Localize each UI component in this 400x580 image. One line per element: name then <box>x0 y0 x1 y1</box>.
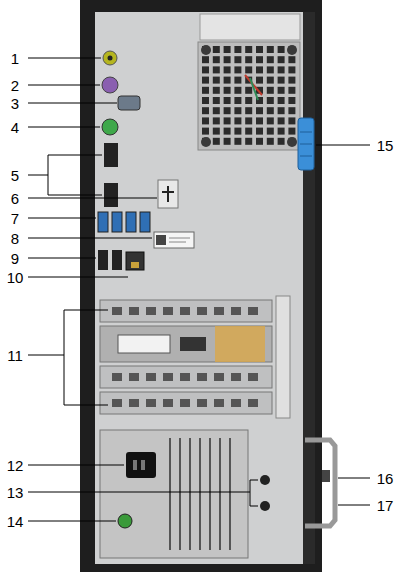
rear-panel <box>95 12 303 564</box>
release-latch <box>298 118 314 170</box>
psu-diagnostic-button <box>118 514 132 528</box>
callout-number: 4 <box>11 120 19 135</box>
displayport <box>104 143 118 167</box>
callout-number: 7 <box>11 211 19 226</box>
power-supply <box>100 430 248 558</box>
callout-number: 2 <box>11 78 19 93</box>
usb2-ports <box>98 250 122 270</box>
callout-number: 14 <box>7 514 24 529</box>
callout-number: 9 <box>11 251 19 266</box>
ps2-port <box>102 77 118 93</box>
callout-number: 13 <box>7 485 24 500</box>
callout-number: 1 <box>11 51 19 66</box>
callout-number: 3 <box>11 96 19 111</box>
serial-port <box>118 96 140 110</box>
displayport <box>104 183 118 207</box>
leader-lines <box>28 58 370 521</box>
ps2-port <box>102 119 118 135</box>
lock-slot <box>260 475 270 485</box>
callout-number: 15 <box>377 138 394 153</box>
lock-slot <box>260 501 270 511</box>
callout-number: 6 <box>11 191 19 206</box>
callout-number: 10 <box>7 270 24 285</box>
expansion-slots <box>100 296 290 418</box>
power-connector <box>126 452 156 478</box>
padlock-ring <box>305 440 335 526</box>
network-port <box>126 252 144 270</box>
callout-number: 5 <box>11 168 19 183</box>
callout-number: 16 <box>377 471 394 486</box>
callout-number: 11 <box>7 348 23 363</box>
fan-grille <box>198 42 300 150</box>
callout-number: 12 <box>7 458 24 473</box>
callout-number: 17 <box>377 498 394 513</box>
usb3-ports <box>98 212 150 232</box>
audio-port <box>103 51 117 65</box>
callout-number: 8 <box>11 231 19 246</box>
case-body <box>80 0 322 572</box>
service-tag <box>154 232 194 248</box>
